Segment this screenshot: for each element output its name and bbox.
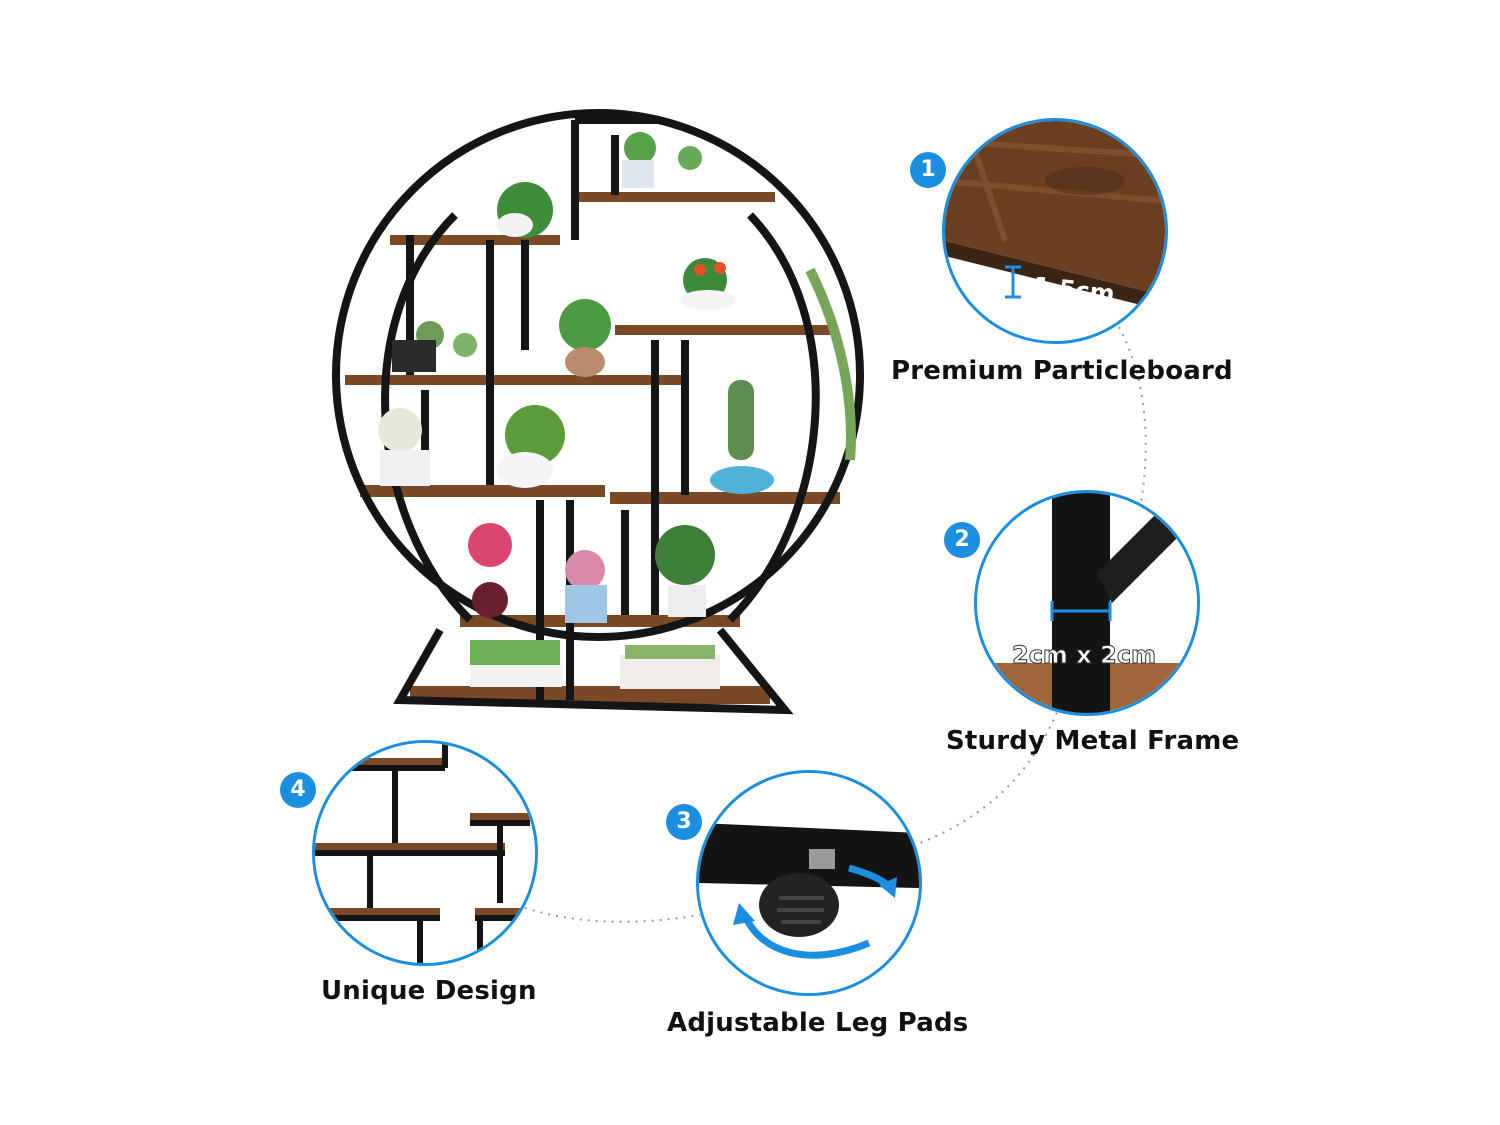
product-shelf-image bbox=[330, 100, 880, 750]
callout-3-badge: 3 bbox=[666, 804, 702, 840]
callout-3-title: Adjustable Leg Pads bbox=[667, 1008, 969, 1038]
metal-frame-detail-image: 2cm x 2cm bbox=[974, 490, 1200, 716]
callout-2-title: Sturdy Metal Frame bbox=[946, 726, 1240, 756]
leg-pad-detail-image bbox=[696, 770, 922, 996]
callout-1-badge: 1 bbox=[910, 152, 946, 188]
callout-4-title: Unique Design bbox=[321, 976, 537, 1006]
callout-1-title: Premium Particleboard bbox=[891, 356, 1233, 386]
frame-measure: 2cm x 2cm bbox=[1011, 641, 1157, 670]
unique-design-detail-image bbox=[312, 740, 538, 966]
callout-4-badge: 4 bbox=[280, 772, 316, 808]
callout-2-badge: 2 bbox=[944, 522, 980, 558]
particleboard-detail-image: 1.5cm bbox=[942, 118, 1168, 344]
